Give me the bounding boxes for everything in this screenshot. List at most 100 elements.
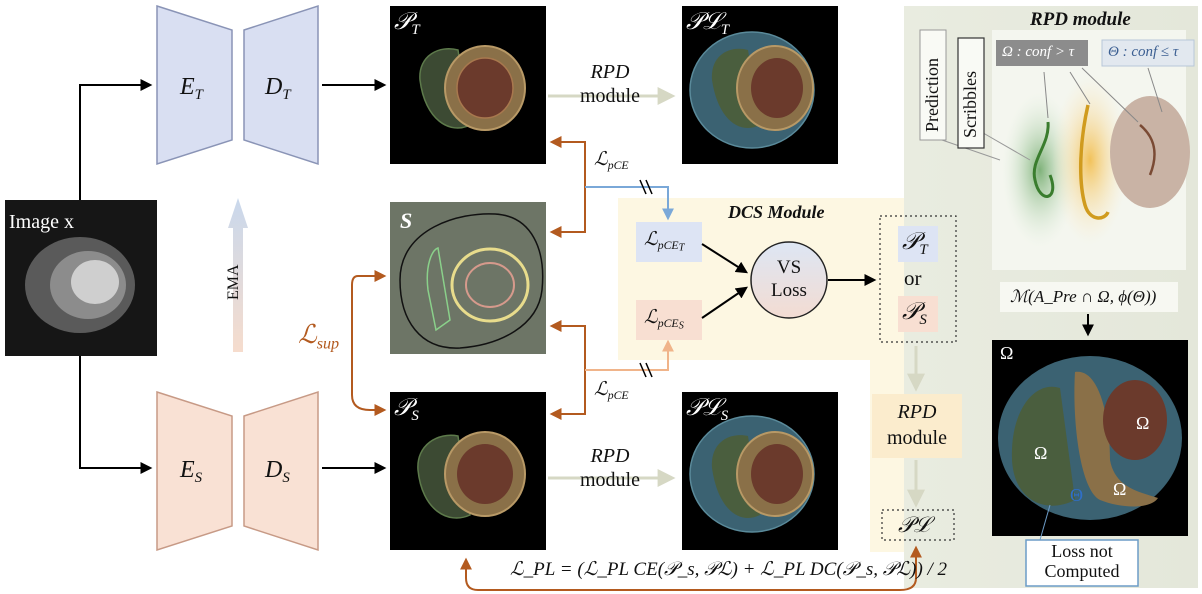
dcs-input-pce-s: ℒpCES [644, 308, 684, 332]
dcs-in-s-text: ℒ [644, 307, 658, 328]
scribble-brown [1139, 124, 1156, 176]
stop-grad-bottom-1 [639, 362, 647, 378]
dcs-output-box [879, 215, 957, 343]
ps-label-text: 𝒫 [394, 395, 412, 421]
dcs-pl-text: 𝒫ℒ [898, 512, 930, 537]
teacher-decoder [243, 4, 319, 166]
pce-bottom-bracket [549, 320, 586, 420]
dcs-output-ps-box [898, 296, 938, 332]
rpd-right-box [872, 394, 962, 458]
dcs-out-t-text: 𝒫 [902, 229, 920, 255]
input-image-heart-inner [71, 260, 119, 304]
sup-loss-sub: sup [316, 335, 340, 353]
rpd-bottom-line2: module [580, 469, 640, 491]
dcs-in-t-sub2: T [678, 242, 685, 254]
student-decoder-text: D [265, 457, 283, 483]
pl-loss-formula-text: ℒ_PL = (ℒ_PL CE(𝒫_s, 𝒫ℒ) + ℒ_PL DC(𝒫_s, … [510, 559, 948, 580]
omega-panel-brown-region [1103, 380, 1167, 460]
pl-loss-formula: ℒ_PL = (ℒ_PL CE(𝒫_s, 𝒫ℒ) + ℒ_PL DC(𝒫_s, … [510, 560, 947, 579]
sup-bracket [351, 270, 387, 416]
pt-label-sub: T [411, 22, 420, 39]
scribble-yellow [1079, 104, 1110, 220]
s-pink-ring [465, 262, 515, 308]
teacher-encoder-text: E [180, 74, 195, 100]
theta-legend: Θ : conf ≤ τ [1108, 45, 1178, 60]
ema-arrow [228, 198, 248, 352]
student-encoder-sub: S [194, 470, 203, 487]
rpd-right-line2: module [887, 427, 947, 449]
omega-panel-yellow-region [1074, 371, 1158, 507]
stop-grad-bottom-2 [645, 362, 653, 378]
omega-green-label-text: Ω [1034, 443, 1048, 463]
scribble-green [1032, 121, 1055, 198]
prediction-yellow-region [1052, 75, 1128, 245]
ps-cavity [457, 444, 513, 504]
scribble-pointer [977, 129, 1031, 161]
theta-legend-box [1101, 39, 1195, 67]
omega-brown-label-text: Ω [1136, 413, 1150, 433]
omega-legend-box [996, 40, 1088, 66]
teacher-decoder-label: DT [265, 75, 291, 103]
prediction-pointer [941, 139, 1001, 161]
pls-cavity [751, 444, 803, 504]
ps-panel-label: 𝒫S [394, 396, 419, 424]
pce-t-to-vs-arrow [701, 243, 749, 274]
dcs-input-pce-s-box [636, 300, 702, 340]
s-outer-contour [399, 213, 544, 349]
theta-to-note-line [1039, 504, 1051, 541]
dcs-output-pt: 𝒫T [902, 230, 928, 258]
omega-pointer-1 [1043, 71, 1049, 119]
teacher-encoder [156, 4, 233, 166]
pl-loss-arrow [460, 545, 922, 591]
pt-panel-label: 𝒫T [394, 10, 420, 38]
plt-label-text: 𝒫ℒ [686, 9, 721, 35]
input-image-label: Image x [9, 212, 74, 232]
omega-panel-green-region [1011, 386, 1075, 506]
omega-brown-label: Ω [1136, 414, 1149, 432]
dcs-in-s-sub2: S [678, 320, 684, 332]
rpd-top-line2: module [580, 85, 640, 107]
sup-loss-text: ℒ [298, 320, 317, 349]
dcs-in-t-sub: pCE [657, 239, 679, 253]
theta-legend-text: Θ : conf ≤ τ [1108, 44, 1179, 60]
omega-pointer-2 [1069, 71, 1091, 105]
student-encoder-text: E [180, 457, 195, 483]
dcs-or-label: or [904, 268, 922, 289]
s-panel-label: S [400, 210, 412, 232]
loss-note-line2: Computed [1044, 561, 1120, 581]
prediction-label-box [919, 29, 947, 141]
prediction-label-text: Prediction [922, 58, 942, 132]
rpd-panel-title-text: RPD module [1030, 9, 1131, 30]
omega-legend-text: Ω : conf > τ [1002, 44, 1075, 60]
plt-label-sub: T [720, 22, 730, 39]
omega-green-label: Ω [1034, 444, 1047, 462]
rpd-bottom-line1: RPD [590, 445, 630, 467]
rpd-formula: ℳ(A_Pre ∩ Ω, ϕ(Θ)) [1010, 288, 1156, 305]
prediction-label: Prediction [922, 58, 942, 132]
stop-grad-top-2 [645, 179, 653, 195]
scribbles-label-text: Scribbles [960, 71, 980, 138]
pce-top-bracket [549, 136, 586, 238]
vs-line2: Loss [771, 280, 807, 301]
dcs-in-s-sub: pCE [657, 317, 679, 331]
plt-panel-label: 𝒫ℒT [686, 10, 729, 38]
pt-cavity [456, 57, 514, 119]
pls-label-sub: S [720, 408, 729, 425]
rpd-panel-title: RPD module [1030, 10, 1131, 29]
omega-panel-label-text: Ω [1000, 343, 1014, 363]
omega-legend: Ω : conf > τ [1002, 45, 1074, 60]
student-encoder-label: ES [180, 458, 202, 486]
dcs-input-pce-t-box [636, 222, 702, 262]
pce-top-text: ℒ [594, 149, 608, 170]
loss-note-line1: Loss not [1051, 541, 1113, 561]
dcs-input-pce-t: ℒpCET [644, 230, 684, 254]
s-yellow-ring [450, 247, 530, 323]
theta-pointer [1147, 67, 1163, 113]
teacher-decoder-text: D [265, 74, 283, 100]
dcs-title-text: DCS Module [728, 202, 825, 222]
pt-label-text: 𝒫 [394, 9, 412, 35]
